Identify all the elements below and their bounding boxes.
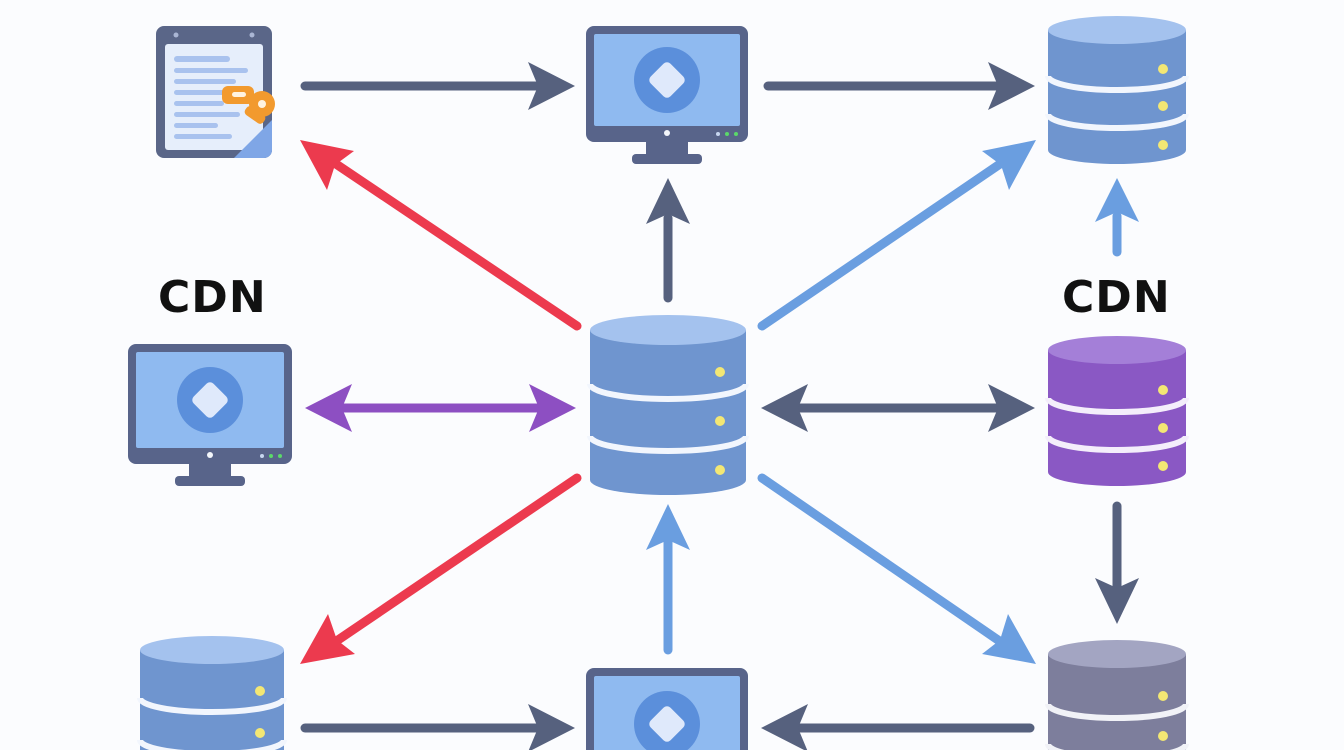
- edge-center-database-to-bottom-right-database: [757, 473, 1036, 664]
- monitor-icon: [586, 668, 748, 750]
- edge-center-database-to-bottom-left-database: [300, 473, 582, 664]
- arrowhead-icon: [761, 704, 808, 750]
- arrowhead-icon: [988, 384, 1035, 432]
- database-icon: [1045, 640, 1189, 750]
- edges: [300, 62, 1139, 750]
- monitor-icon: [586, 26, 748, 164]
- edge-bottom-left-database-to-bottom-monitor: [300, 704, 575, 750]
- edge-center-database-to-top-monitor: [646, 178, 690, 303]
- key-icon: [222, 86, 275, 124]
- edge-bottom-monitor-to-center-database: [646, 504, 690, 655]
- arrowhead-icon: [761, 384, 808, 432]
- arrowhead-icon: [528, 62, 575, 110]
- edge-center-database-to-document: [300, 140, 582, 331]
- arrowhead-icon: [528, 704, 575, 750]
- arrowhead-icon: [646, 178, 690, 224]
- arrowhead-icon: [646, 504, 690, 550]
- edge-bottom-right-database-to-bottom-monitor: [761, 704, 1035, 750]
- arrowhead-icon: [305, 384, 352, 432]
- arrowhead-icon: [529, 384, 576, 432]
- database-icon: [137, 636, 287, 750]
- edge-mid-left-monitor-center-database: [305, 384, 576, 432]
- cdn-label-right: CDN: [1062, 272, 1171, 323]
- document-icon: [156, 26, 275, 158]
- edge-center-database-mid-right-database: [761, 384, 1035, 432]
- edge-mid-right-database-to-bottom-right-database: [1095, 501, 1139, 624]
- edge-top-monitor-to-top-right-database: [763, 62, 1035, 110]
- arrowhead-icon: [982, 140, 1036, 190]
- monitor-icon: [128, 344, 292, 486]
- arrowhead-icon: [1095, 578, 1139, 624]
- edge-center-database-to-top-right-database: [757, 140, 1036, 331]
- database-icon: [587, 315, 749, 495]
- arrowhead-icon: [988, 62, 1035, 110]
- edge-document-to-top-monitor: [300, 62, 575, 110]
- edge-mid-right-database-to-top-right-database: [1095, 178, 1139, 257]
- cdn-label-left: CDN: [158, 272, 267, 323]
- arrowhead-icon: [1095, 178, 1139, 222]
- arrowhead-icon: [300, 140, 354, 190]
- arrowhead-icon: [300, 614, 355, 664]
- database-icon: [1045, 16, 1189, 164]
- database-icon: [1045, 336, 1189, 486]
- arrowhead-icon: [982, 614, 1036, 664]
